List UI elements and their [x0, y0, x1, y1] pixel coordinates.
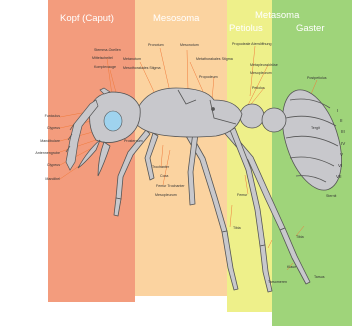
label-clypeus-1: Clypeus — [47, 127, 60, 131]
head-shape — [78, 92, 140, 176]
label-mandibel: Mandibel — [45, 178, 60, 182]
label-petiolus: Petiolus — [252, 87, 265, 91]
label-mesothorakales-stigma: Mesothorakales Stigma — [123, 67, 161, 71]
label-tibia-2: Tibia — [296, 236, 304, 240]
label-metathorakales-stigma: Metathorakales Stigma — [196, 58, 233, 62]
label-metanotum: Metanotum — [123, 58, 141, 62]
segment-numeral: V — [340, 152, 343, 157]
segment-numeral: II — [340, 118, 343, 123]
label-sternit: Sternit — [326, 195, 336, 199]
label-antennengrube: Antennengrube — [35, 152, 60, 156]
label-clypeus-2: Clypeus — [47, 164, 60, 168]
gaster-shape — [271, 83, 352, 198]
segment-numeral: VII — [336, 174, 342, 179]
legs — [114, 124, 310, 292]
label-tibia-1: Tibia — [233, 227, 241, 231]
label-tarsomeren: Tarsomeren — [268, 281, 287, 285]
label-mesopleurum-metasoma: Mesopleurum — [250, 72, 272, 76]
label-trochanter: Trochanter — [152, 166, 169, 170]
label-femur: Femur — [237, 194, 247, 198]
segment-numeral: III — [341, 129, 345, 134]
leader-lines — [60, 46, 317, 270]
label-funiculus: Funiculus — [45, 115, 60, 119]
label-mesonotum: Mesonotum — [180, 44, 199, 48]
mesosoma-shape — [136, 88, 242, 137]
label-metapleuraldruese: Metapleuraldrüse — [250, 64, 278, 68]
label-postpetiolus: Postpetiolus — [307, 77, 327, 81]
compound-eye — [104, 111, 122, 131]
label-coxa: Coxa — [160, 175, 168, 179]
segment-numeral: IV — [341, 141, 345, 146]
label-stemma-ocellen: Stemma-Ocellen — [94, 49, 121, 53]
label-tergit: Tergit — [311, 127, 320, 131]
label-prosternum: Prosternum — [124, 140, 143, 144]
segment-numeral: I — [337, 108, 338, 113]
label-propodeale-atemoeffnung: Propodeale Atemöffnung — [232, 43, 272, 47]
petiole-nodes — [240, 104, 286, 132]
label-klaue: Klaue — [287, 266, 296, 270]
label-mesopleurum-mesosoma: Mesopleurum — [155, 194, 177, 198]
label-pronotum: Pronotum — [148, 44, 164, 48]
label-komplexauge: Komplexauge — [94, 66, 116, 70]
label-femur-trochanter: Femur Trochanter — [156, 185, 185, 189]
segment-numeral: VI — [338, 163, 342, 168]
label-mandibulare: Mandibulare — [40, 140, 60, 144]
label-mittelscheitel: Mittelscheitel — [92, 57, 113, 61]
label-propodeum: Propodeum — [199, 76, 218, 80]
label-tarsus: Tarsus — [314, 276, 325, 280]
